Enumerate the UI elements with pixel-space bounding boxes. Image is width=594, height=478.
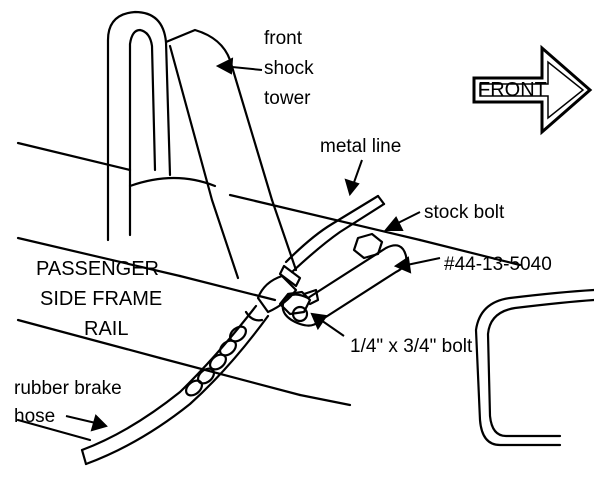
rubber-brake-hose-label-1: rubber brake xyxy=(14,378,122,399)
passenger-rail-label-1: PASSENGER xyxy=(36,258,159,280)
stock-bolt-label: stock bolt xyxy=(424,202,505,223)
side-panel xyxy=(474,288,594,447)
frame-rail-front-edge xyxy=(16,236,182,278)
passenger-rail-label-3: RAIL xyxy=(84,318,129,340)
metal-line xyxy=(284,194,380,264)
frame-rail-back-edge-right xyxy=(228,193,422,242)
frame-rail-lower-edge xyxy=(16,318,162,360)
passenger-rail-label-2: SIDE FRAME xyxy=(40,288,163,310)
fitting-body xyxy=(256,274,298,314)
bolt-size-label: 1/4" x 3/4" bolt xyxy=(350,336,473,357)
rubber-brake-hose-label-2: hose xyxy=(14,406,56,427)
quarter-bolt xyxy=(278,290,312,316)
metal-line-label: metal line xyxy=(320,136,402,157)
front-shock-tower-label-3: tower xyxy=(264,88,311,109)
stock-bolt xyxy=(352,232,384,260)
part-number-label: #44-13-5040 xyxy=(444,254,552,275)
front-shock-tower-label-2: shock xyxy=(264,58,314,79)
front-arrow xyxy=(472,44,593,136)
front-arrow-label: FRONT xyxy=(478,79,547,101)
bracket xyxy=(281,244,408,327)
rubber-brake-hose xyxy=(80,304,258,452)
shock-tower xyxy=(106,10,172,242)
frame-rail-back-edge xyxy=(16,141,132,172)
front-shock-tower-label-1: front xyxy=(264,28,303,49)
